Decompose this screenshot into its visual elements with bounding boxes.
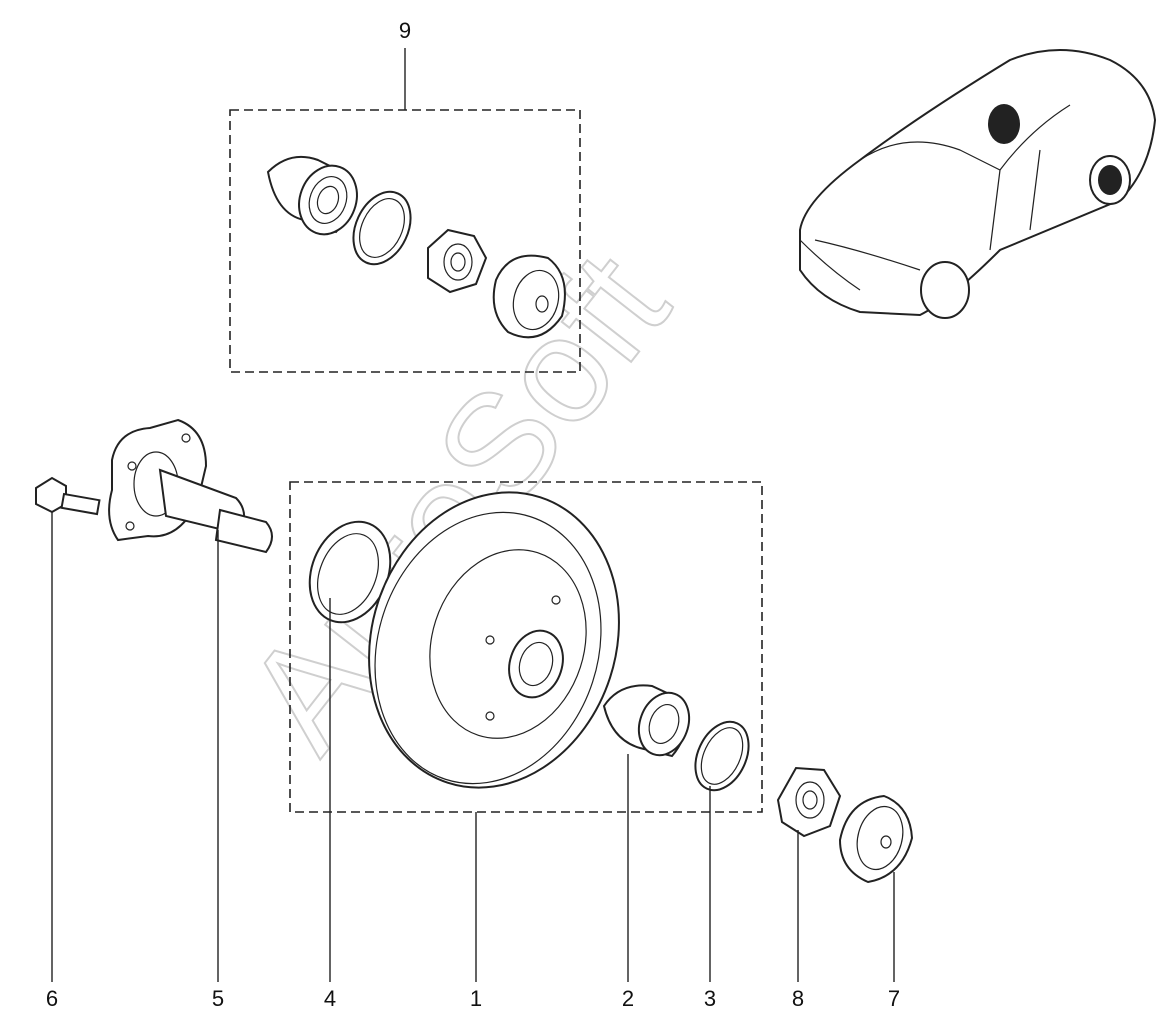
hub-nut bbox=[776, 766, 842, 838]
car-illustration bbox=[799, 49, 1157, 319]
kit-cap bbox=[492, 254, 566, 339]
circlip bbox=[694, 720, 750, 792]
kit-nut bbox=[427, 228, 488, 294]
highlight-rear-hub-top bbox=[988, 104, 1020, 144]
axle-stub-flange bbox=[108, 418, 273, 554]
bolt bbox=[35, 476, 101, 516]
wheel-bearing bbox=[602, 684, 691, 758]
callout-5: 5 bbox=[212, 986, 224, 1011]
callout-3: 3 bbox=[704, 986, 716, 1011]
brake-drum bbox=[368, 491, 620, 789]
kit-circlip bbox=[352, 190, 412, 266]
hub-assembly-frame bbox=[289, 481, 763, 813]
callout-1: 1 bbox=[470, 986, 482, 1011]
callout-6: 6 bbox=[46, 986, 58, 1011]
callout-4: 4 bbox=[324, 986, 336, 1011]
kit-bearing bbox=[266, 156, 358, 236]
highlight-rear-hub-side bbox=[1098, 165, 1122, 195]
callout-9: 9 bbox=[399, 18, 411, 43]
callout-2: 2 bbox=[622, 986, 634, 1011]
hub-cap bbox=[838, 794, 914, 884]
callout-7: 7 bbox=[888, 986, 900, 1011]
callout-8: 8 bbox=[792, 986, 804, 1011]
